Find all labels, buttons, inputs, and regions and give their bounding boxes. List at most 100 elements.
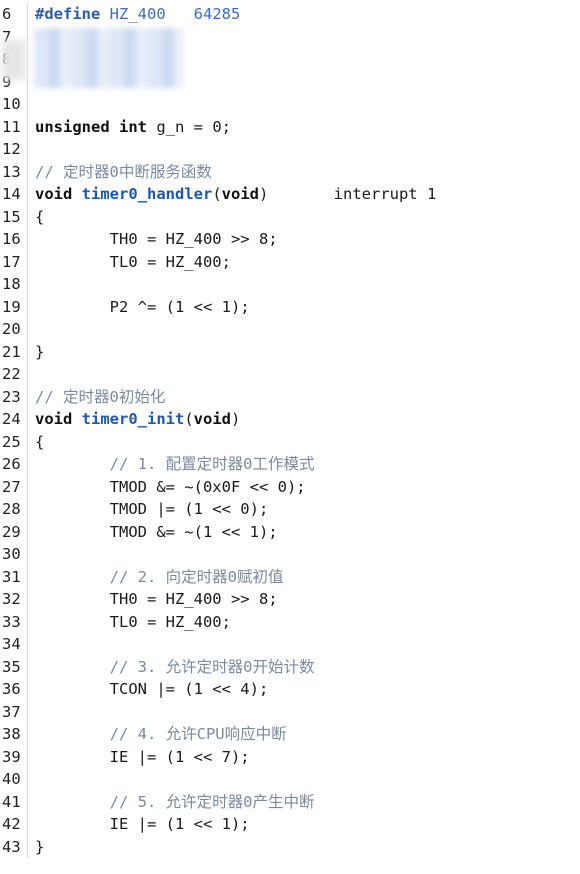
code-token [166,5,194,23]
code-token [35,793,110,811]
code-line[interactable]: 37 [0,701,580,724]
code-token: P2 ^= (1 << 1); [35,297,250,316]
code-text: P2 ^= (1 << 1); [35,296,250,319]
code-text: // 4. 允许CPU响应中断 [35,723,287,746]
code-line[interactable]: 18 [0,273,580,296]
code-line[interactable]: 19 P2 ^= (1 << 1); [0,296,580,319]
line-number: 36 [2,680,21,698]
code-comment: // 定时器0初始化 [35,387,166,406]
line-number: 22 [2,365,21,383]
code-line[interactable]: 31 // 2. 向定时器0赋初值 [0,566,580,589]
code-comment: // 4. 允许CPU响应中断 [109,725,287,743]
code-line[interactable]: 17 TL0 = HZ_400; [0,251,580,274]
keyword: void [35,185,73,203]
code-line[interactable]: 42 IE |= (1 << 1); [0,813,580,836]
code-token [35,725,110,743]
redacted-code-region [34,28,184,88]
code-line[interactable]: 7 [0,26,580,49]
keyword: int [119,117,147,136]
code-token: IE |= (1 << 1); [35,815,250,833]
code-line[interactable]: 12 [0,138,580,161]
code-editor[interactable]: 6#define HZ_400 642857891011unsigned int… [0,3,580,858]
code-token: ( [212,185,222,203]
code-comment: // 2. 向定时器0赋初值 [109,567,284,586]
keyword: void [35,410,73,428]
code-token: } [35,342,45,361]
code-token: { [35,432,45,451]
code-line[interactable]: 26 // 1. 配置定时器0工作模式 [0,453,580,476]
code-line[interactable]: 10 [0,93,580,116]
line-number: 33 [2,612,21,631]
code-text: IE |= (1 << 7); [35,746,250,769]
keyword: void [193,410,231,428]
code-text: void timer0_handler(void) interrupt 1 [35,183,436,206]
code-line[interactable]: 28 TMOD |= (1 << 0); [0,498,580,521]
code-line[interactable]: 21} [0,341,580,364]
line-number: 24 [2,410,21,428]
code-text: TMOD &= ~(1 << 1); [35,521,278,544]
code-text: #define HZ_400 64285 [35,3,240,26]
line-number: 19 [2,297,21,316]
code-line[interactable]: 27 TMOD &= ~(0x0F << 0); [0,476,580,499]
redacted-line-numbers [2,40,26,80]
code-line[interactable]: 38 // 4. 允许CPU响应中断 [0,723,580,746]
code-line[interactable]: 39 IE |= (1 << 7); [0,746,580,769]
code-line[interactable]: 22 [0,363,580,386]
code-text: { [35,431,44,454]
code-comment: // 1. 配置定时器0工作模式 [109,455,315,473]
code-text: TL0 = HZ_400; [35,611,231,634]
code-line[interactable]: 30 [0,543,580,566]
code-line[interactable]: 25{ [0,431,580,454]
code-line[interactable]: 16 TH0 = HZ_400 >> 8; [0,228,580,251]
code-line[interactable]: 40 [0,768,580,791]
code-line[interactable]: 33 TL0 = HZ_400; [0,611,580,634]
code-line[interactable]: 20 [0,318,580,341]
code-line[interactable]: 23 // 定时器0初始化 [0,386,580,409]
line-number: 16 [2,230,21,248]
code-line[interactable]: 6#define HZ_400 64285 [0,3,580,26]
line-number: 15 [2,207,21,226]
code-token: } [35,837,45,856]
code-token: IE |= (1 << 7); [35,747,250,766]
keyword: #define [35,5,101,23]
line-number: 21 [2,342,21,361]
code-line[interactable]: 29 TMOD &= ~(1 << 1); [0,521,580,544]
line-number: 23 [2,387,21,406]
code-text: TH0 = HZ_400 >> 8; [35,588,278,611]
code-text: TL0 = HZ_400; [35,251,231,274]
code-token: ) [231,410,241,428]
code-line[interactable]: 34 [0,633,580,656]
code-token: 64285 [193,5,241,23]
code-line[interactable]: 9 [0,71,580,94]
code-token: g_n = 0; [147,117,231,136]
code-token: TH0 = HZ_400 >> 8; [35,230,278,248]
keyword: void [221,185,259,203]
code-text: // 定时器0初始化 [35,386,165,409]
code-text: // 3. 允许定时器0开始计数 [35,656,315,679]
code-text: // 1. 配置定时器0工作模式 [35,453,315,476]
function-name: timer0_init [81,410,185,428]
code-token: TMOD &= ~(1 << 1); [35,522,278,541]
code-line[interactable]: 36 TCON |= (1 << 4); [0,678,580,701]
keyword: unsigned [35,117,110,136]
line-number: 39 [2,747,21,766]
code-line[interactable]: 13// 定时器0中断服务函数 [0,161,580,184]
code-line[interactable]: 41 // 5. 允许定时器0产生中断 [0,791,580,814]
code-token [72,410,81,428]
code-text: TMOD |= (1 << 0); [35,498,269,521]
line-number: 32 [2,590,21,608]
code-token: ) interrupt 1 [259,185,437,203]
line-number: 37 [2,702,21,721]
code-token [110,118,119,136]
code-line[interactable]: 35 // 3. 允许定时器0开始计数 [0,656,580,679]
code-text: TH0 = HZ_400 >> 8; [35,228,278,251]
code-line[interactable]: 32 TH0 = HZ_400 >> 8; [0,588,580,611]
code-line[interactable]: 43} [0,836,580,859]
code-token [100,5,109,23]
code-line[interactable]: 15{ [0,206,580,229]
line-number: 10 [2,95,21,113]
line-number: 38 [2,725,21,743]
